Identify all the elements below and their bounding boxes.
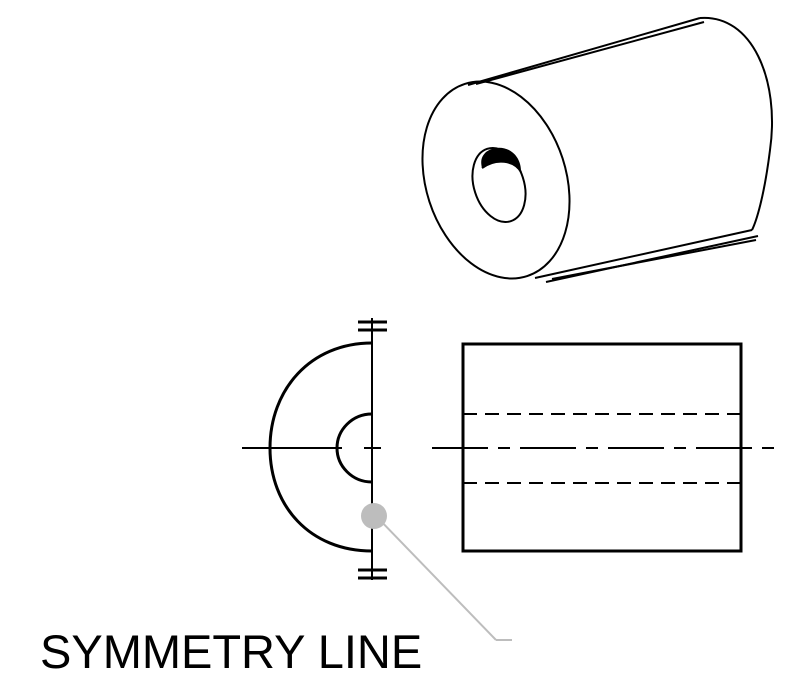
bore-inner-edge — [481, 160, 522, 173]
isometric-cylinder — [421, 16, 773, 283]
cylinder-top-edge-inner — [475, 21, 705, 85]
cylinder-back-rim — [699, 16, 773, 231]
symmetry-callout: SYMMETRY LINE — [40, 503, 512, 678]
bore-outer — [471, 147, 527, 223]
bore-inner-shade — [481, 147, 521, 170]
callout-leader — [375, 515, 497, 641]
callout-label: SYMMETRY LINE — [40, 625, 422, 678]
front-view — [432, 342, 774, 553]
cylinder-front-face — [421, 80, 571, 280]
callout-dot — [361, 503, 387, 529]
cylinder-bottom-edge — [534, 229, 753, 279]
cylinder-top-edge — [467, 17, 701, 86]
half-side-view — [242, 318, 387, 580]
cylinder-shade-line-1 — [551, 239, 757, 280]
